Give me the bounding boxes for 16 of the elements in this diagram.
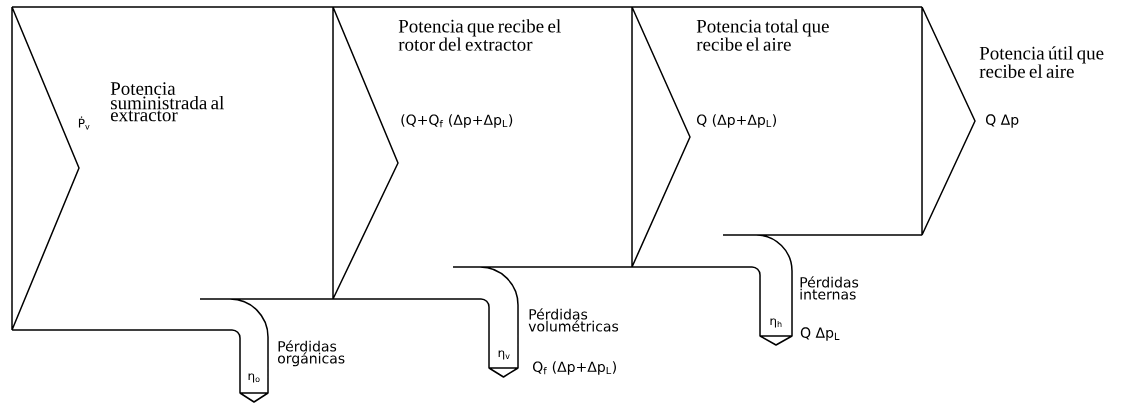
power-formula: Q Δp <box>986 114 1019 128</box>
efficiency-symbol: η$_{o}$ <box>248 373 260 383</box>
power-formula: (Q+Q$_{f}$ (Δp+Δp$_{L}$) <box>401 114 513 128</box>
loss-formula: Q Δp$_{L}$ <box>800 327 840 341</box>
power-symbol: Ṗ$_{v}$ <box>78 116 90 130</box>
loss-label: Pérdidas internas <box>800 276 859 300</box>
loss-label: Pérdidas volumétricas <box>528 308 619 332</box>
stage-label: Potencia que recibe el rotor del extractor <box>398 19 561 51</box>
efficiency-symbol: η$_{v}$ <box>498 350 510 360</box>
stage-label: Potencia suministrada al extractor <box>110 82 224 122</box>
loss-label: Pérdidas orgánicas <box>277 340 345 367</box>
power-formula: Q (Δp+Δp$_{L}$) <box>697 114 777 128</box>
stage-label: Potencia útil que recibe el aire <box>979 46 1104 78</box>
stage-label: Potencia total que recibe el aire <box>696 19 829 51</box>
loss-formula: Q$_{f}$ (Δp+Δp$_{L}$) <box>533 361 616 375</box>
efficiency-symbol: η$_{h}$ <box>770 318 782 328</box>
